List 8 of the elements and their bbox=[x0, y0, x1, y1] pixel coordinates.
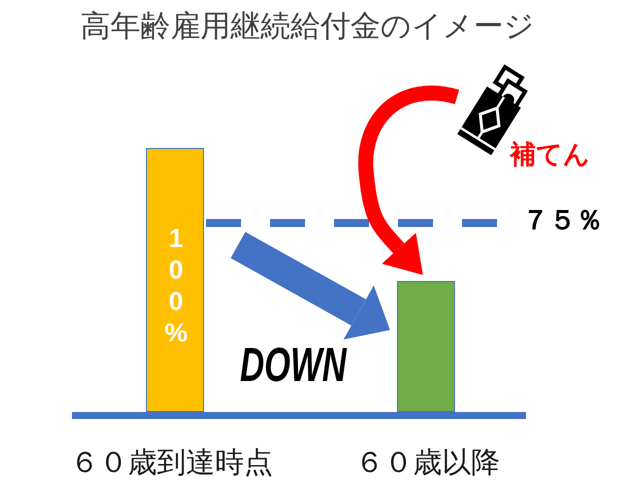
title: 高年齢雇用継続給付金のイメージ bbox=[80, 12, 534, 42]
value-label: 100% bbox=[163, 223, 189, 349]
bar-label: ６０歳以降 bbox=[355, 448, 500, 477]
edge-label: DOWN bbox=[240, 342, 346, 390]
block-arrow bbox=[230, 232, 390, 340]
level-label: ７５％ bbox=[522, 207, 603, 234]
icon-label: 補てん bbox=[510, 142, 590, 168]
bar-label: ６０歳到達時点 bbox=[70, 448, 273, 477]
